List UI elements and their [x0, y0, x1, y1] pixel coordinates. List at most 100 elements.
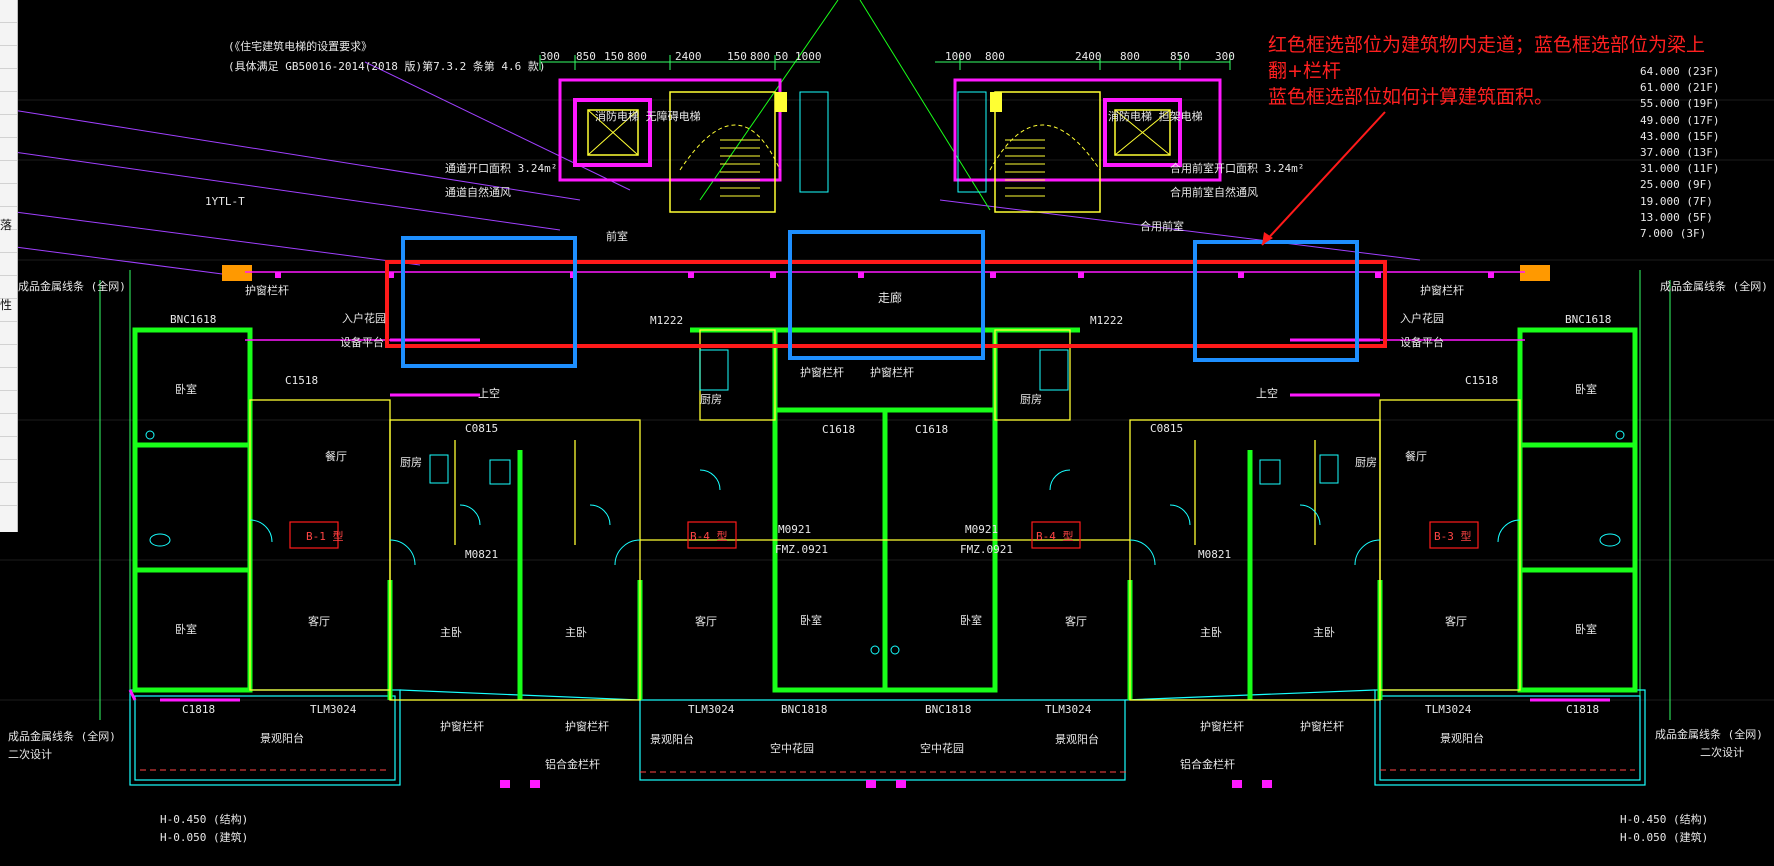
- room-void-1: 上空: [478, 386, 500, 400]
- outer-outline: [129, 689, 1646, 786]
- level-item: 37.000 (13F): [1640, 146, 1720, 160]
- room-balcony-4: 景观阳台: [1440, 731, 1484, 745]
- structural-walls: [132, 327, 1638, 700]
- stair-left-label: 前室: [606, 229, 628, 243]
- room-master-3: 主卧: [1200, 626, 1222, 639]
- elev-note-1: H-0.450 (结构): [160, 812, 248, 826]
- elevator-left-label: 消防电梯 无障碍电梯: [595, 109, 701, 123]
- code-tlm-2: TLM3024: [688, 703, 735, 716]
- level-item: 43.000 (15F): [1640, 129, 1720, 143]
- code-bnc-1: BNC1818: [781, 703, 827, 716]
- guard-rail-2: 护窗栏杆: [565, 719, 609, 733]
- shaft-area-note: 通道开口面积 3.24m²: [445, 161, 557, 175]
- side-tab-1[interactable]: 落: [0, 218, 13, 232]
- annotation-line-3: 蓝色框选部位如何计算建筑面积。: [1268, 86, 1554, 108]
- room-dining-right: 餐厅: [1405, 449, 1427, 463]
- code-c1618-2: C1618: [915, 423, 948, 436]
- room-living-c2: 客厅: [1065, 614, 1087, 628]
- code-m0821-1: M0821: [465, 548, 498, 561]
- room-platform-1: 设备平台: [340, 335, 384, 349]
- beam-railing-highlight[interactable]: [401, 230, 1359, 368]
- code-fmz-1: FMZ.0921: [775, 543, 828, 556]
- leader-lines: [0, 61, 1421, 276]
- shaft-area-note-right: 合用前室开口面积 3.24m²: [1170, 161, 1304, 175]
- elev-note-3: H-0.450 (结构): [1620, 812, 1708, 826]
- code-c0815-1: C0815: [465, 422, 498, 435]
- code-c1518-2: C1518: [1465, 374, 1498, 387]
- room-master-4: 主卧: [1313, 626, 1335, 639]
- balcony-lines: [140, 769, 1635, 773]
- room-dining-left: 餐厅: [325, 449, 347, 463]
- room-living-c1: 客厅: [695, 614, 717, 628]
- room-living-right: 客厅: [1445, 614, 1467, 628]
- fixtures: [145, 349, 1625, 655]
- edge-note-2: 二次设计: [8, 747, 52, 761]
- edge-note-3: 成品金属线条 (全网): [1655, 727, 1763, 741]
- room-entrance-1: 入户花园: [342, 311, 386, 325]
- room-bed-1: 卧室: [175, 382, 197, 396]
- side-tab-2[interactable]: 性: [0, 298, 13, 312]
- guard-rail-1: 护窗栏杆: [440, 719, 484, 733]
- blue-box-left[interactable]: [401, 236, 577, 368]
- room-living-left: 客厅: [308, 614, 330, 628]
- room-corridor: 走廊: [878, 290, 902, 305]
- magenta-details: [128, 338, 1610, 702]
- room-entrance-2: 入户花园: [1400, 311, 1444, 325]
- column-markers: [275, 272, 1494, 788]
- code-ytyl: 1YTL-T: [205, 195, 245, 208]
- code-c1818-2: C1818: [1566, 703, 1599, 716]
- guard-rail-4: 护窗栏杆: [1300, 719, 1344, 733]
- level-item: 55.000 (19F): [1640, 97, 1720, 111]
- code-c1618-1: C1618: [822, 423, 855, 436]
- elev-note-4: H-0.050 (建筑): [1620, 830, 1708, 844]
- code-c1818-1: C1818: [182, 703, 215, 716]
- room-balcony-1: 景观阳台: [650, 732, 694, 746]
- room-bed-6: 卧室: [960, 613, 982, 627]
- interior-walls: [249, 329, 1521, 701]
- guard-rail-5: 护窗栏杆: [800, 365, 844, 379]
- unit-type-1: B-1 型: [306, 529, 344, 543]
- room-balcony-2: 景观阳台: [1055, 732, 1099, 746]
- code-c1518-1: C1518: [285, 374, 318, 387]
- dim-label: 2400: [675, 50, 702, 63]
- level-item: 49.000 (17F): [1640, 113, 1720, 127]
- code-m0921-2: M0921: [965, 523, 998, 536]
- dim-label: 800: [1120, 50, 1140, 63]
- corridor-highlight-box[interactable]: [385, 260, 1387, 348]
- code-bnc1-1: BNC1618: [170, 313, 216, 326]
- dim-label: 800: [985, 50, 1005, 63]
- blue-box-center[interactable]: [788, 230, 985, 360]
- code-tlm-3: TLM3024: [1045, 703, 1092, 716]
- dim-label: 300: [540, 50, 560, 63]
- stair-right-label: 合用前室: [1140, 219, 1184, 233]
- orange-blocks: [222, 265, 1550, 281]
- level-list: 64.000 (23F) 61.000 (21F) 55.000 (19F) 4…: [1640, 64, 1719, 242]
- code-bnc-2: BNC1818: [925, 703, 971, 716]
- code-tlm-4: TLM3024: [1425, 703, 1472, 716]
- code-m1222-2: M1222: [1090, 314, 1123, 327]
- room-master-2: 主卧: [565, 626, 587, 639]
- level-item: 64.000 (23F): [1640, 65, 1720, 78]
- alum-rail-1: 铝合金栏杆: [545, 757, 600, 771]
- shaft-vent-note-right: 合用前室自然通风: [1170, 185, 1258, 199]
- code-m1222-1: M1222: [650, 314, 683, 327]
- elevator-right-label: 消防电梯 担架电梯: [1108, 109, 1203, 123]
- code-bnc1-2: BNC1618: [1565, 313, 1611, 326]
- blue-box-right[interactable]: [1193, 240, 1359, 362]
- side-panel[interactable]: [0, 0, 18, 532]
- guard-rail-6: 护窗栏杆: [870, 365, 914, 379]
- room-air-2: 空中花园: [920, 741, 964, 755]
- annotation-line-1: 红色框选部位为建筑物内走道；蓝色框选部位为梁上: [1268, 34, 1706, 56]
- room-kitchen-3: 厨房: [400, 456, 422, 469]
- room-kitchen-2: 厨房: [1020, 393, 1042, 406]
- dim-label: 850: [1170, 50, 1190, 63]
- alum-rail-2: 铝合金栏杆: [1180, 757, 1235, 771]
- dim-label: 850: [576, 50, 596, 63]
- annotation-arrow: [1261, 111, 1386, 246]
- code-m0921-1: M0921: [778, 523, 811, 536]
- shaft-vent-note: 通道自然通风: [445, 185, 511, 199]
- edge-note-5: 成品金属线条 (全网): [18, 279, 126, 293]
- unit-type-2: B-4 型: [690, 529, 728, 543]
